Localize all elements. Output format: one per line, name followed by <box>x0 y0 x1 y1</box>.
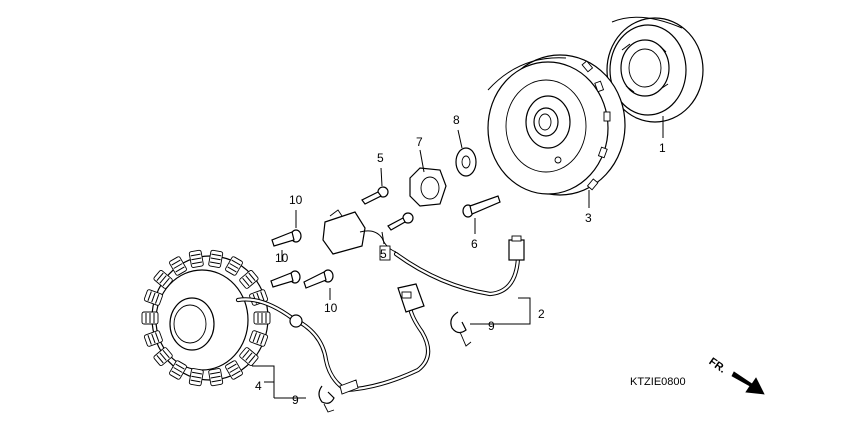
callout-3: 3 <box>585 211 592 225</box>
stator-winding-line <box>210 257 221 261</box>
stator-winding-line <box>248 355 256 364</box>
stator-winding-line <box>190 379 201 383</box>
stator-winding-line <box>231 259 241 266</box>
pulse-generator-bolt-upper <box>361 186 389 205</box>
stator-winding-line <box>154 293 160 304</box>
stator-winding-line <box>242 277 250 287</box>
callout-7: 7 <box>416 135 423 149</box>
stator-winding-line <box>209 371 221 375</box>
stator-winding-line <box>151 292 156 303</box>
stator-winding-line <box>154 332 160 343</box>
stator-winding-line <box>162 349 170 359</box>
stator-bolt-upper <box>271 229 302 247</box>
stator-winding-line <box>156 272 164 281</box>
stator-winding-line <box>191 375 202 379</box>
stator-winding-line <box>191 371 203 375</box>
stator-winding-line <box>252 332 258 343</box>
stator-winding-line <box>256 333 261 344</box>
stator-winding-line <box>231 370 241 377</box>
diagram-code: KTZIE0800 <box>630 376 686 388</box>
front-arrow-icon <box>731 371 765 395</box>
stator-winding-line <box>210 375 221 379</box>
stator-winding-line <box>245 352 253 361</box>
flange-nut <box>409 167 447 207</box>
stator-winding-line <box>229 367 239 373</box>
pulse-generator <box>322 209 397 255</box>
callout-5-lower: 5 <box>380 247 387 261</box>
stator-bolt-middle <box>270 270 301 288</box>
stator-winding-line <box>245 275 253 284</box>
callout-4: 4 <box>255 379 262 393</box>
leader-lines <box>252 116 664 399</box>
callout-10-upper: 10 <box>289 193 303 207</box>
callout-6: 6 <box>471 237 478 251</box>
flywheel-bolt <box>462 195 501 218</box>
stator-winding-line <box>162 277 170 287</box>
stator-winding-line <box>209 261 221 265</box>
flywheel-rotor <box>487 54 626 196</box>
stator-winding-line <box>151 333 156 344</box>
stator-winding-line <box>175 363 185 370</box>
callout-1: 1 <box>659 141 666 155</box>
callout-9-lower: 9 <box>292 393 299 407</box>
callout-9-upper: 9 <box>488 319 495 333</box>
stator-winding-line <box>242 349 250 359</box>
stator-winding-line <box>159 275 167 284</box>
starter-clutch-assembly <box>606 16 704 123</box>
wire-clamp-lower <box>318 385 335 413</box>
stator-bolt-lower <box>303 269 334 289</box>
washer <box>455 147 477 177</box>
front-direction-indicator: FR. <box>707 356 765 395</box>
stator-winding-line <box>260 291 265 302</box>
stator-winding-line <box>175 266 185 273</box>
pulse-generator-bolt-lower <box>387 212 414 231</box>
pulse-generator-harness <box>379 235 525 297</box>
stator-harness <box>235 283 431 395</box>
stator-winding-line <box>227 363 237 370</box>
callout-labels: 1 2 3 4 5 5 6 7 8 9 9 10 10 10 <box>255 113 666 407</box>
stator-coil <box>141 249 271 387</box>
stator-winding-line <box>191 257 202 261</box>
front-direction-label: FR. <box>707 356 728 376</box>
stator-winding-line <box>248 272 256 281</box>
callout-8: 8 <box>453 113 460 127</box>
stator-winding-line <box>173 263 183 269</box>
stator-winding-line <box>191 261 203 265</box>
stator-winding-line <box>227 266 237 273</box>
stator-winding-line <box>147 334 152 345</box>
stator-winding-line <box>171 259 181 266</box>
stator-winding-line <box>171 370 181 377</box>
callout-2: 2 <box>538 307 545 321</box>
callout-10-lower: 10 <box>324 301 338 315</box>
callout-10-middle: 10 <box>275 251 289 265</box>
callout-5-upper: 5 <box>377 151 384 165</box>
stator-winding-line <box>173 367 183 373</box>
stator-winding-line <box>159 352 167 361</box>
stator-winding-line <box>147 291 152 302</box>
wire-clamp-upper <box>450 311 472 347</box>
stator-winding-line <box>190 253 201 257</box>
stator-winding-line <box>156 355 164 364</box>
stator-winding-line <box>211 379 222 383</box>
stator-winding-line <box>211 253 222 257</box>
stator-winding-line <box>229 263 239 269</box>
stator-winding-line <box>260 334 265 345</box>
